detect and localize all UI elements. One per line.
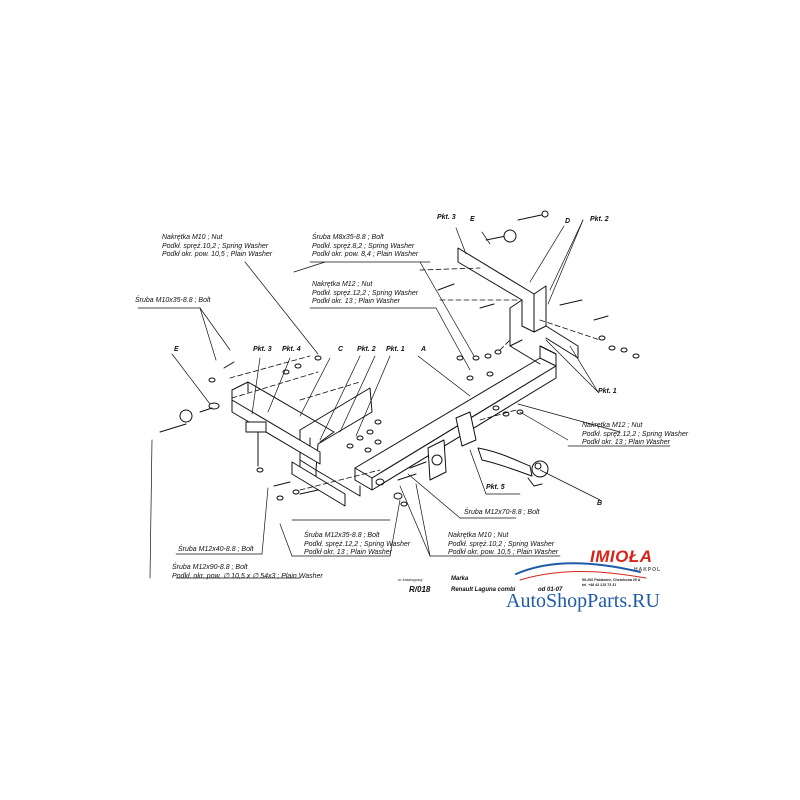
- callout-line: Śruba M12x35-8.8 ; Bolt: [304, 532, 380, 539]
- callout-bolt-m12x90: Śruba M12x90-8.8 ; Bolt Podkł. okr. pow.…: [172, 564, 323, 581]
- part-letter-b: B: [597, 500, 603, 507]
- callout-line: Podkł. spręż.10,2 ; Spring Washer: [448, 540, 555, 548]
- callout-line: Podkł okr. 13 ; Plain Washer: [312, 298, 400, 306]
- assembly-guides: [229, 267, 601, 491]
- imiola-logo: IMIOŁA: [590, 547, 653, 566]
- leader-lines: [137, 219, 671, 579]
- callout-line: Śruba M12x40-8.8 ; Bolt: [178, 546, 254, 553]
- callout-line: Śruba M8x35-8.8 ; Bolt: [312, 234, 384, 241]
- part-letter-a: A: [421, 346, 427, 353]
- callout-line: Nakrętka M10 ; Nut: [448, 532, 509, 539]
- catalog-number: R/018: [409, 585, 431, 594]
- callout-line: Śruba M10x35-8.8 ; Bolt: [135, 297, 211, 304]
- socket-plate: [427, 439, 447, 481]
- address-line: tel. +48 42 215 73 31: [582, 583, 617, 587]
- callout-line: Podkł okr. 13 ; Plain Washer: [582, 439, 670, 447]
- callout-line: Nakrętka M10 ; Nut: [162, 234, 223, 241]
- logo-swoosh: [515, 562, 641, 575]
- callout-bolt-m10x35: Śruba M10x35-8.8 ; Bolt: [135, 297, 211, 306]
- callout-line: Podkł. okr. pow. ∅ 10,5 x ∅ 54x3 ; Plain…: [172, 572, 323, 580]
- callout-line: Śruba M12x90-8.8 ; Bolt: [172, 564, 248, 571]
- callout-line: Podkł okr. pow. 8,4 ; Plain Washer: [312, 251, 419, 259]
- bolts: [159, 210, 609, 495]
- vehicle-model: Renault Laguna combi: [451, 587, 516, 593]
- watermark: AutoShopParts.RU: [506, 590, 660, 612]
- part-letter-c: C: [338, 346, 344, 353]
- point-4-left: Pkt. 4: [282, 346, 301, 353]
- callout-line: Podkł okr. 13 ; Plain Washer: [304, 549, 392, 557]
- callout-line: Nakrętka M12 ; Nut: [312, 281, 373, 288]
- point-2-mid: Pkt. 2: [357, 346, 376, 353]
- callout-line: Nakrętka M12 ; Nut: [582, 422, 643, 429]
- hakpol-label: HAKPOL: [634, 567, 662, 573]
- callout-nut-m12-top: Nakrętka M12 ; Nut Podkł. spręż.12,2 ; S…: [312, 281, 418, 307]
- left-side-plate: [231, 381, 335, 465]
- point-3-right: Pkt. 3: [437, 214, 456, 221]
- right-bracket: [457, 247, 579, 365]
- callout-nut-m12-right: Nakrętka M12 ; Nut Podkł. spręż.12,2 ; S…: [582, 422, 688, 448]
- part-letter-e-left: E: [174, 346, 179, 353]
- callout-line: Podkł. spręż.12,2 ; Spring Washer: [304, 540, 411, 548]
- catalog-number-label: nr katalogowy: [398, 577, 423, 582]
- company-address: 95-200 Pabianice, Chemiczna 29 A tel. +4…: [582, 578, 640, 588]
- callout-line: Podkł. spręż.8,2 ; Spring Washer: [312, 242, 415, 250]
- callout-bolt-m12x70: Śruba M12x70-8.8 ; Bolt: [464, 509, 540, 518]
- point-2-right: Pkt. 2: [590, 216, 609, 223]
- ball-neck: [455, 411, 549, 487]
- callout-line: Podkł okr. pow. 10,5 ; Plain Washer: [448, 549, 559, 557]
- callout-bolt-m12x35: Śruba M12x35-8.8 ; Bolt Podkł. spręż.12,…: [304, 532, 410, 558]
- callout-nut-m10-top: Nakrętka M10 ; Nut Podkł. spręż.10,2 ; S…: [162, 234, 272, 260]
- point-5: Pkt. 5: [486, 484, 505, 491]
- nuts-and-washers: [208, 335, 640, 507]
- callout-line: Podkł. spręż.10,2 ; Spring Washer: [162, 242, 269, 250]
- callout-bolt-m8: Śruba M8x35-8.8 ; Bolt Podkł. spręż.8,2 …: [312, 234, 418, 260]
- part-letter-e-right: E: [470, 216, 475, 223]
- production-date: od 01-07: [538, 587, 563, 593]
- callout-line: Podkł okr. pow. 10,5 ; Plain Washer: [162, 251, 273, 259]
- point-3-left: Pkt. 3: [253, 346, 272, 353]
- callout-nut-m10-bottom: Nakrętka M10 ; Nut Podkł. spręż.10,2 ; S…: [448, 532, 558, 558]
- callout-line: Podkł. spręż.12,2 ; Spring Washer: [312, 289, 419, 297]
- address-line: 95-200 Pabianice, Chemiczna 29 A: [582, 578, 641, 582]
- callout-line: Podkł. spręż.12,2 ; Spring Washer: [582, 430, 689, 438]
- callout-bolt-m12x40: Śruba M12x40-8.8 ; Bolt: [178, 546, 254, 555]
- point-1-mid: Pkt. 1: [386, 346, 405, 353]
- part-letter-d: D: [565, 218, 571, 225]
- callout-line: Śruba M12x70-8.8 ; Bolt: [464, 509, 540, 516]
- brand-label: Marka: [451, 576, 469, 582]
- logo-swoosh-red: [519, 571, 647, 581]
- point-1-right: Pkt. 1: [598, 388, 617, 395]
